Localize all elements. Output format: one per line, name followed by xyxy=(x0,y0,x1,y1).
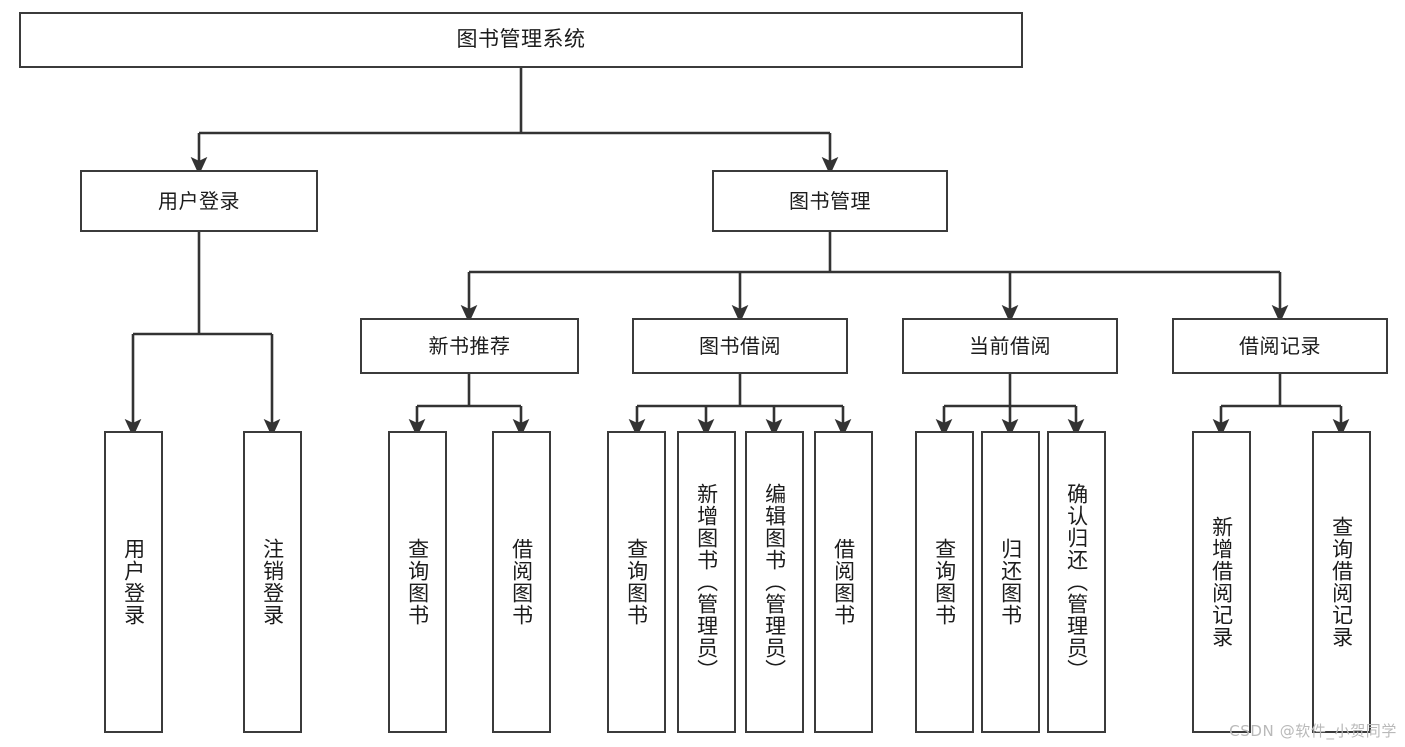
node-label: 图书借阅 xyxy=(699,333,781,358)
leaf-new-book-query-books[interactable]: 查询图书 xyxy=(388,431,447,733)
leaf-book-borrow-add-book-admin[interactable]: 新增图书（管理员） xyxy=(677,431,736,733)
node-label: 用户登录 xyxy=(158,188,240,213)
leaf-borrow-record-add-record[interactable]: 新增借阅记录 xyxy=(1192,431,1251,733)
node-label: 归还图书 xyxy=(998,538,1023,626)
node-label: 确认归还（管理员） xyxy=(1064,483,1089,681)
leaf-current-borrow-confirm-return-admin[interactable]: 确认归还（管理员） xyxy=(1047,431,1106,733)
node-label: 新增借阅记录 xyxy=(1209,516,1234,648)
node-current-borrowing[interactable]: 当前借阅 xyxy=(902,318,1118,374)
node-label: 编辑图书（管理员） xyxy=(762,483,787,681)
node-label: 查询借阅记录 xyxy=(1329,516,1354,648)
node-book-management[interactable]: 图书管理 xyxy=(712,170,948,232)
node-label: 用户登录 xyxy=(121,538,146,626)
leaf-new-book-borrow-books[interactable]: 借阅图书 xyxy=(492,431,551,733)
node-label: 图书管理系统 xyxy=(456,27,586,52)
leaf-book-borrow-query-books[interactable]: 查询图书 xyxy=(607,431,666,733)
node-label: 新增图书（管理员） xyxy=(694,483,719,681)
node-book-borrowing[interactable]: 图书借阅 xyxy=(632,318,848,374)
node-label: 注销登录 xyxy=(260,538,285,626)
leaf-current-borrow-query-books[interactable]: 查询图书 xyxy=(915,431,974,733)
node-label: 图书管理 xyxy=(789,188,871,213)
node-root-book-management-system[interactable]: 图书管理系统 xyxy=(19,12,1023,68)
node-label: 查询图书 xyxy=(932,538,957,626)
node-label: 查询图书 xyxy=(624,538,649,626)
node-user-login[interactable]: 用户登录 xyxy=(80,170,318,232)
leaf-user-login-logout[interactable]: 注销登录 xyxy=(243,431,302,733)
leaf-current-borrow-return-books[interactable]: 归还图书 xyxy=(981,431,1040,733)
node-label: 查询图书 xyxy=(405,538,430,626)
leaf-borrow-record-query-record[interactable]: 查询借阅记录 xyxy=(1312,431,1371,733)
node-label: 借阅记录 xyxy=(1239,333,1321,358)
node-label: 新书推荐 xyxy=(428,333,511,358)
node-label: 当前借阅 xyxy=(969,333,1051,358)
watermark-text: CSDN @软件_小贺同学 xyxy=(1229,722,1397,740)
node-label: 借阅图书 xyxy=(831,538,856,626)
leaf-book-borrow-edit-book-admin[interactable]: 编辑图书（管理员） xyxy=(745,431,804,733)
leaf-user-login-login[interactable]: 用户登录 xyxy=(104,431,163,733)
node-label: 借阅图书 xyxy=(509,538,534,626)
node-new-book-recommendation[interactable]: 新书推荐 xyxy=(360,318,579,374)
leaf-book-borrow-borrow-books[interactable]: 借阅图书 xyxy=(814,431,873,733)
node-borrowing-record[interactable]: 借阅记录 xyxy=(1172,318,1388,374)
